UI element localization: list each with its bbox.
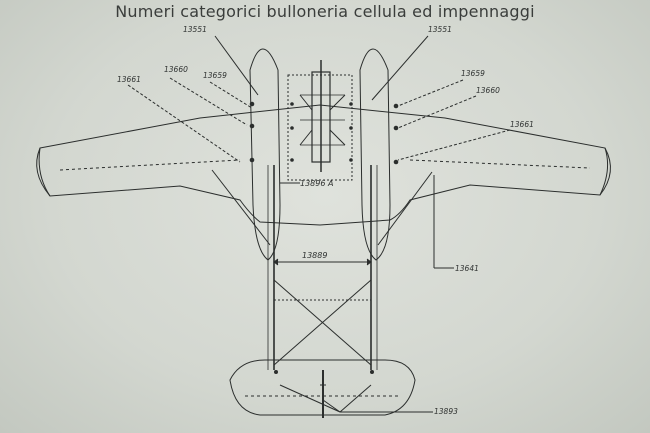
center-fuselage bbox=[287, 74, 353, 181]
brace-2 bbox=[273, 279, 372, 366]
label-13659-left: 13659 bbox=[203, 71, 227, 80]
label-13660-right: 13660 bbox=[476, 86, 500, 95]
leader-13660-left bbox=[169, 77, 248, 126]
leader-13659-right bbox=[397, 79, 464, 107]
label-13661-left: 13661 bbox=[117, 75, 141, 84]
label-13551-right: 13551 bbox=[428, 25, 452, 34]
label-13660-left: 13660 bbox=[164, 65, 188, 74]
leader-13661-left bbox=[127, 84, 241, 163]
lower-float bbox=[229, 359, 416, 416]
right-boom bbox=[359, 48, 391, 261]
drawing-title: Numeri categorici bulloneria cellula ed … bbox=[115, 2, 535, 21]
leader-13659-left bbox=[209, 81, 253, 109]
wing-tip-left bbox=[36, 147, 51, 197]
strut-right-outer bbox=[377, 171, 433, 246]
label-13551-left: 13551 bbox=[183, 25, 207, 34]
left-boom bbox=[249, 48, 281, 261]
label-13661-right: 13661 bbox=[510, 120, 534, 129]
wing-tip-right bbox=[599, 147, 611, 196]
label-13659-right: 13659 bbox=[461, 69, 485, 78]
label-13893: 13893 bbox=[434, 407, 458, 416]
leader-13551-right bbox=[371, 35, 429, 101]
label-13641: 13641 bbox=[455, 264, 479, 273]
label-13896A: 13896 A bbox=[300, 179, 333, 188]
leader-13551-left bbox=[214, 35, 259, 96]
wing-spar-dashed bbox=[59, 159, 591, 171]
label-13889: 13889 bbox=[302, 251, 327, 260]
leader-13661-right bbox=[397, 129, 511, 161]
strut-left-outer bbox=[211, 169, 271, 246]
bolt-markers bbox=[249, 101, 399, 374]
leader-13660-right bbox=[397, 95, 477, 129]
